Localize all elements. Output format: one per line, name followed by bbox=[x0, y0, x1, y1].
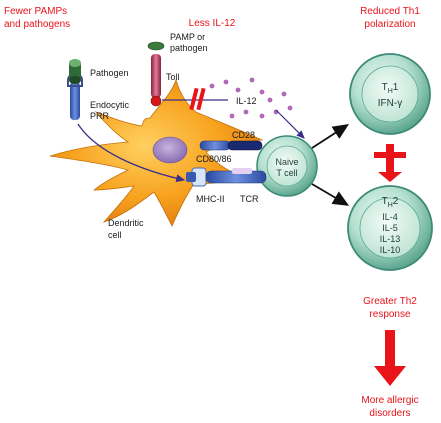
header-right-line1: Reduced Th1 bbox=[360, 6, 420, 17]
naive-t-cell-core bbox=[266, 145, 308, 187]
th2-cytokine: IL-5 bbox=[382, 223, 398, 233]
cd28-cd80-interaction bbox=[199, 140, 263, 151]
dendritic-label-line2: cell bbox=[108, 230, 122, 240]
dendritic-nucleus bbox=[152, 136, 188, 164]
arrow-to-th1 bbox=[311, 124, 350, 149]
il12-label: IL-12 bbox=[236, 96, 257, 106]
toll-receptor bbox=[150, 54, 162, 107]
block-icon bbox=[189, 87, 206, 111]
il12-to-tcell-arrow bbox=[275, 109, 305, 139]
allergic-line2: disorders bbox=[369, 408, 410, 419]
mhc-tcr-interaction bbox=[186, 167, 267, 187]
th1-inhibition-icon bbox=[374, 144, 406, 182]
pathogen-icon bbox=[69, 59, 81, 84]
dendritic-label-line1: Dendritic bbox=[108, 218, 144, 228]
th2-name: TH2 bbox=[382, 196, 399, 209]
pamp-label-line2: pathogen bbox=[170, 43, 208, 53]
pamp-icon bbox=[147, 41, 165, 51]
naive-label-line1: Naive bbox=[275, 157, 298, 167]
greater-th2-line1: Greater Th2 bbox=[363, 296, 417, 307]
allergic-line1: More allergic bbox=[361, 395, 418, 406]
pathogen-label: Pathogen bbox=[90, 68, 129, 78]
toll-label: Toll bbox=[166, 72, 180, 82]
th1-name: TH1 bbox=[382, 82, 399, 95]
down-arrow-icon bbox=[374, 330, 406, 386]
naive-label-line2: T cell bbox=[276, 168, 297, 178]
th1-cell-core bbox=[361, 65, 419, 123]
cd28-label: CD28 bbox=[232, 130, 255, 140]
arrow-to-th2 bbox=[311, 183, 350, 206]
cd8086-label: CD80/86 bbox=[196, 154, 232, 164]
th2-cytokine: IL-4 bbox=[382, 212, 398, 222]
mhc-label: MHC-II bbox=[196, 194, 225, 204]
endocytic-label-line1: Endocytic bbox=[90, 100, 130, 110]
th1-cytokine: IFN-γ bbox=[378, 98, 402, 109]
th2-cytokine: IL-13 bbox=[380, 234, 401, 244]
endocytic-label-line2: PRR bbox=[90, 111, 110, 121]
th2-cell-core bbox=[359, 197, 421, 259]
header-middle: Less IL-12 bbox=[189, 18, 236, 29]
header-right-line2: polarization bbox=[364, 19, 415, 30]
th2-cytokine: IL-10 bbox=[380, 245, 401, 255]
tcr-label: TCR bbox=[240, 194, 259, 204]
antigen-processing-arrow bbox=[77, 123, 186, 183]
header-left-line1: Fewer PAMPs bbox=[4, 6, 67, 17]
header-left-line2: and pathogens bbox=[4, 19, 70, 30]
greater-th2-line2: response bbox=[369, 309, 411, 320]
pamp-label-line1: PAMP or bbox=[170, 32, 205, 42]
